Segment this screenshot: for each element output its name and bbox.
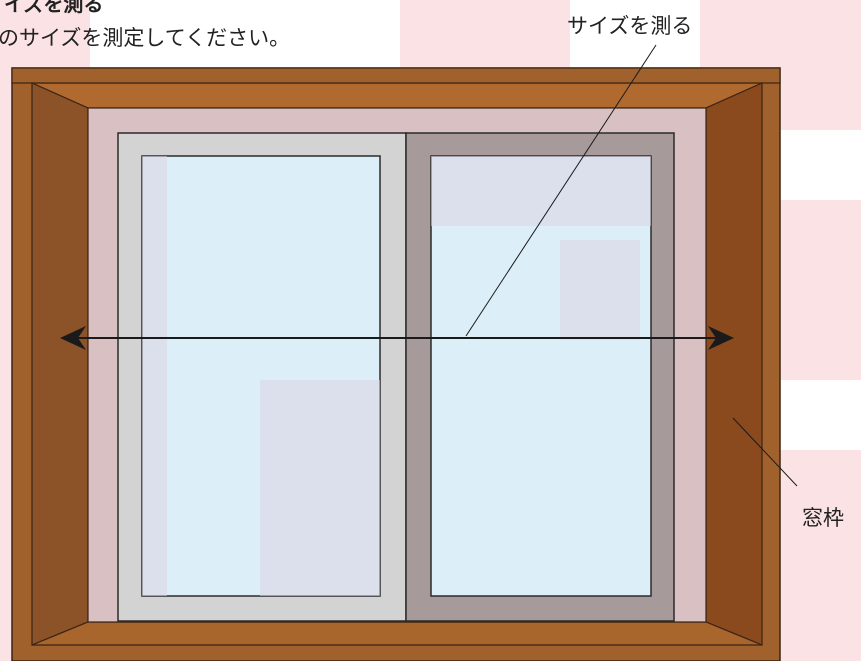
measure-arrow-right-head — [708, 326, 734, 350]
frame-right — [705, 82, 763, 646]
frame-bottom — [31, 621, 763, 646]
page-subtitle: のサイズを測定してください。 — [0, 26, 291, 50]
frame-left — [31, 82, 89, 646]
window-frame-label: 窓枠 — [802, 506, 844, 530]
measure-size-leader — [465, 44, 657, 337]
page-title: イズを測る — [4, 0, 104, 16]
frame-top — [31, 82, 763, 109]
glass-watermark — [142, 156, 651, 596]
measure-size-label: サイズを測る — [567, 14, 693, 38]
right-pane — [430, 155, 652, 597]
measure-arrow-left-head — [60, 326, 86, 350]
frame-top-edge — [11, 67, 781, 84]
window-frame-leader — [732, 417, 798, 487]
